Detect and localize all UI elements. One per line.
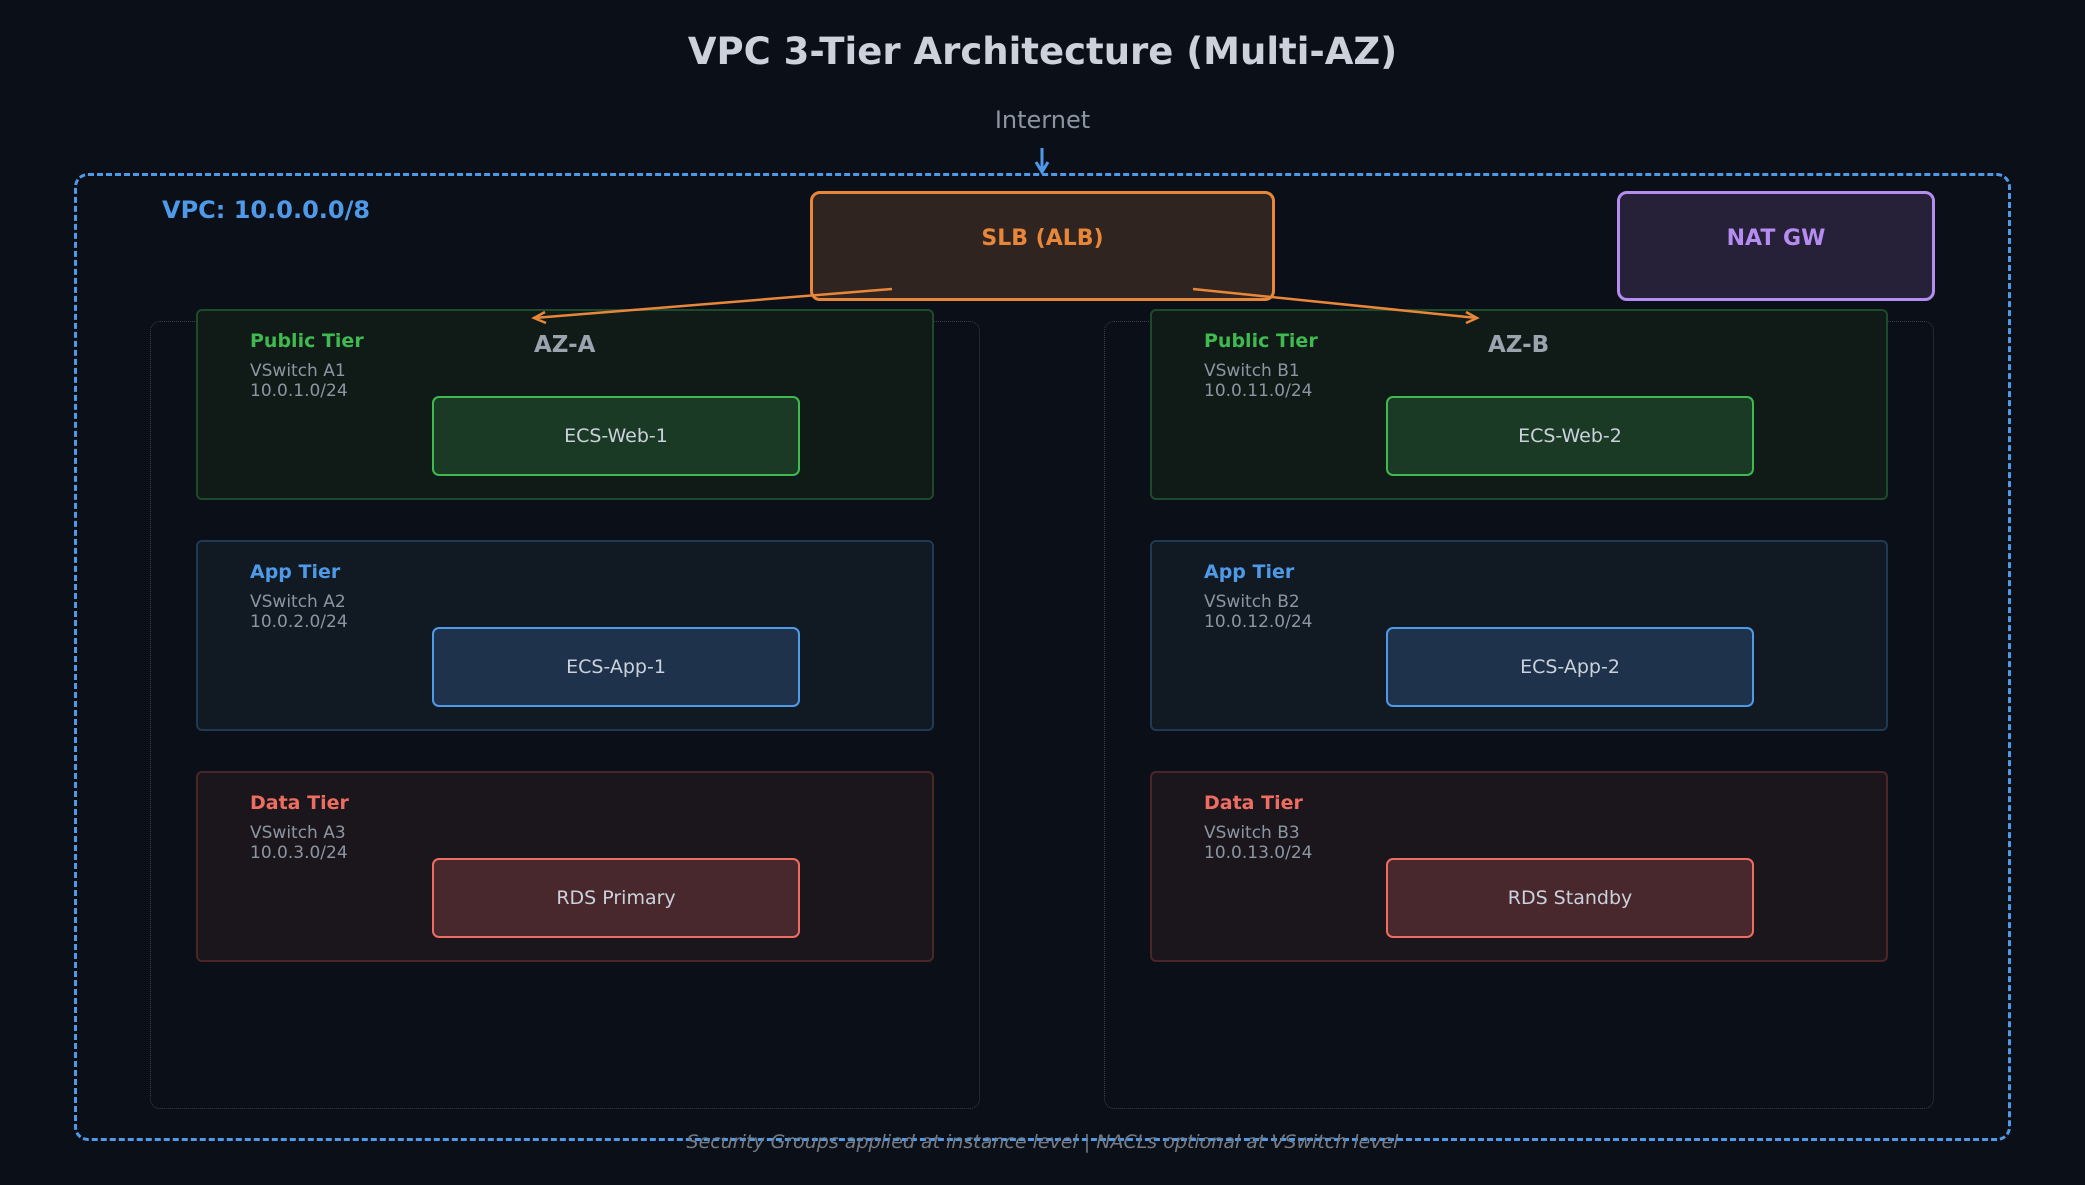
node-rds-standby[interactable]: RDS Standby: [1386, 858, 1754, 938]
slb-label: SLB (ALB): [981, 226, 1104, 251]
az-b-data-tier-name: Data Tier: [1204, 792, 1303, 814]
az-b-app-tier-name: App Tier: [1204, 561, 1295, 583]
nat-gateway-label: NAT GW: [1726, 226, 1826, 251]
az-b-label: AZ-B: [1488, 332, 1550, 358]
az-b-public-vswitch: VSwitch B1: [1204, 361, 1300, 381]
slb-box[interactable]: [810, 191, 1275, 301]
az-b-app-cidr: 10.0.12.0/24: [1204, 612, 1313, 632]
node-rds-primary[interactable]: RDS Primary: [432, 858, 800, 938]
az-a-app-cidr: 10.0.2.0/24: [250, 612, 348, 632]
internet-to-slb-arrow: [1034, 148, 1050, 175]
az-b-app-vswitch: VSwitch B2: [1204, 592, 1300, 612]
az-a-public-cidr: 10.0.1.0/24: [250, 381, 348, 401]
az-a-public-vswitch: VSwitch A1: [250, 361, 346, 381]
az-b-data-cidr: 10.0.13.0/24: [1204, 843, 1313, 863]
node-ecs-app-2[interactable]: ECS-App-2: [1386, 627, 1754, 707]
nat-gateway-box[interactable]: [1617, 191, 1935, 301]
az-a-data-vswitch: VSwitch A3: [250, 823, 346, 843]
internet-label: Internet: [994, 106, 1091, 134]
az-b-data-vswitch: VSwitch B3: [1204, 823, 1300, 843]
diagram-title: VPC 3-Tier Architecture (Multi-AZ): [687, 30, 1398, 73]
az-a-data-cidr: 10.0.3.0/24: [250, 843, 348, 863]
az-a-data-tier-name: Data Tier: [250, 792, 349, 814]
node-ecs-app-1[interactable]: ECS-App-1: [432, 627, 800, 707]
vpc-label: VPC: 10.0.0.0/8: [162, 196, 371, 224]
node-ecs-web-1[interactable]: ECS-Web-1: [432, 396, 800, 476]
az-a-label: AZ-A: [534, 332, 596, 358]
node-ecs-web-2[interactable]: ECS-Web-2: [1386, 396, 1754, 476]
az-b-public-cidr: 10.0.11.0/24: [1204, 381, 1313, 401]
az-a-app-tier-name: App Tier: [250, 561, 341, 583]
az-a-public-tier-name: Public Tier: [250, 330, 364, 352]
az-a-app-vswitch: VSwitch A2: [250, 592, 346, 612]
footer-note: Security Groups applied at instance leve…: [686, 1131, 1399, 1153]
az-b-public-tier-name: Public Tier: [1204, 330, 1318, 352]
